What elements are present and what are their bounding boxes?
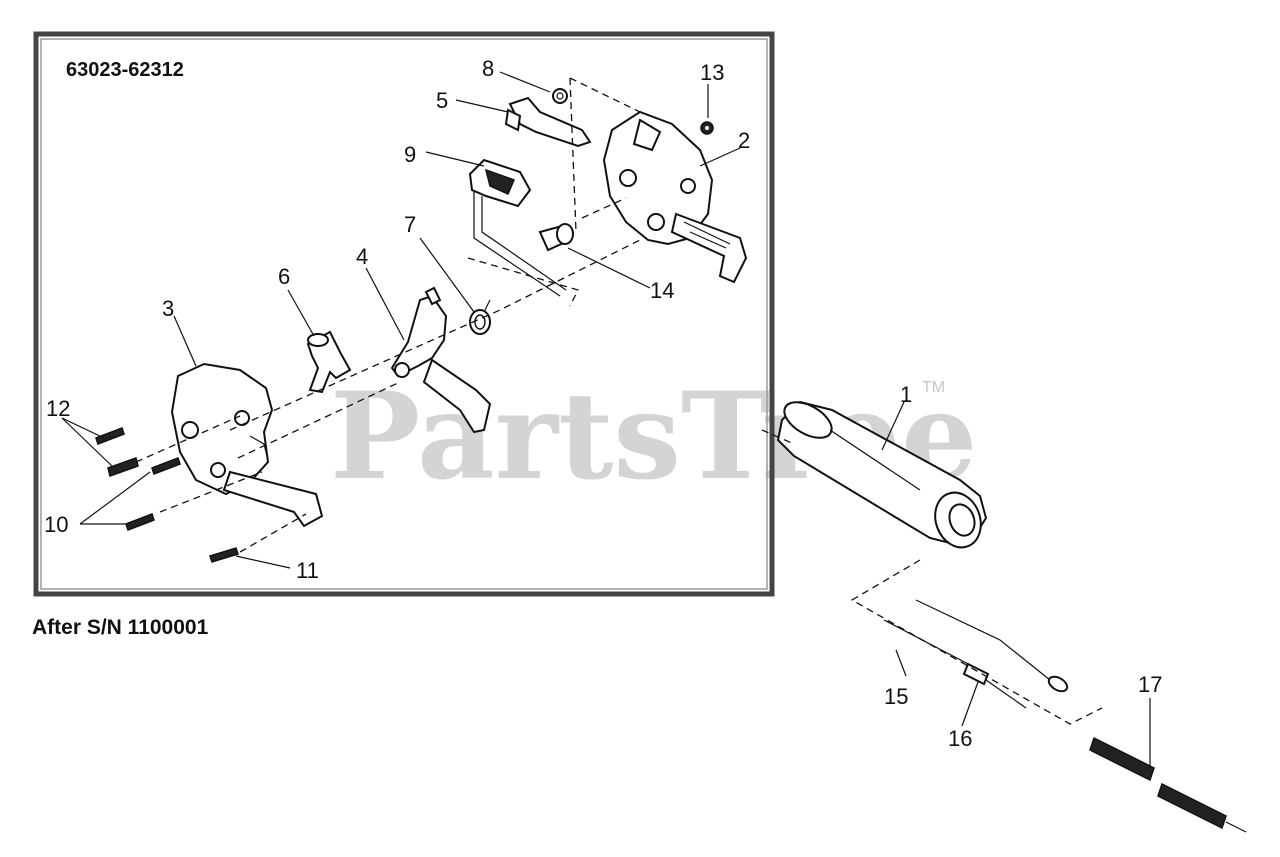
leader-lines [61, 71, 1151, 768]
part-4-trigger[interactable] [390, 286, 492, 434]
callout-3: 3 [162, 296, 174, 321]
callout-5: 5 [436, 88, 448, 113]
part-15-cable[interactable] [883, 599, 1070, 694]
callout-1: 1 [900, 382, 912, 407]
callout-16: 16 [948, 726, 972, 751]
part-16-adjuster[interactable] [962, 662, 1027, 709]
callout-17: 17 [1138, 672, 1162, 697]
callout-9: 9 [404, 142, 416, 167]
callout-15: 15 [884, 684, 908, 709]
part-12-screw[interactable] [95, 427, 139, 477]
part-3-housing[interactable] [170, 362, 324, 528]
assembly-lines [135, 77, 1103, 725]
callout-10: 10 [44, 512, 68, 537]
part-11-screw[interactable] [209, 547, 239, 563]
watermark-trademark: TM [922, 379, 945, 396]
callout-8: 8 [482, 56, 494, 81]
part-9-switch[interactable] [468, 158, 567, 297]
inset-frame [33, 31, 775, 597]
part-10-screws[interactable] [125, 457, 181, 531]
callout-6: 6 [278, 264, 290, 289]
callout-12: 12 [46, 396, 70, 421]
callout-4: 4 [356, 244, 368, 269]
part-13-nut[interactable] [700, 121, 714, 135]
part-8-ring[interactable] [552, 88, 568, 104]
callout-2: 2 [738, 128, 750, 153]
part-2-housing[interactable] [602, 110, 748, 284]
part-6-bracket[interactable] [306, 330, 352, 394]
callout-14: 14 [650, 278, 674, 303]
part-7-spring[interactable] [469, 299, 491, 335]
part-1-handle-tube[interactable] [776, 395, 988, 554]
callout-13: 13 [700, 60, 724, 85]
callout-7: 7 [404, 212, 416, 237]
part-5-lever[interactable] [504, 96, 592, 148]
part-14-pin[interactable] [538, 223, 574, 252]
callout-11: 11 [296, 558, 319, 583]
serial-note: After S/N 1100001 [32, 616, 209, 639]
callout-labels: 1 2 3 4 5 6 7 8 9 10 11 12 13 14 15 16 1… [44, 56, 1162, 751]
part-17-springs[interactable] [1089, 736, 1247, 833]
part-code: 63023-62312 [66, 59, 184, 81]
